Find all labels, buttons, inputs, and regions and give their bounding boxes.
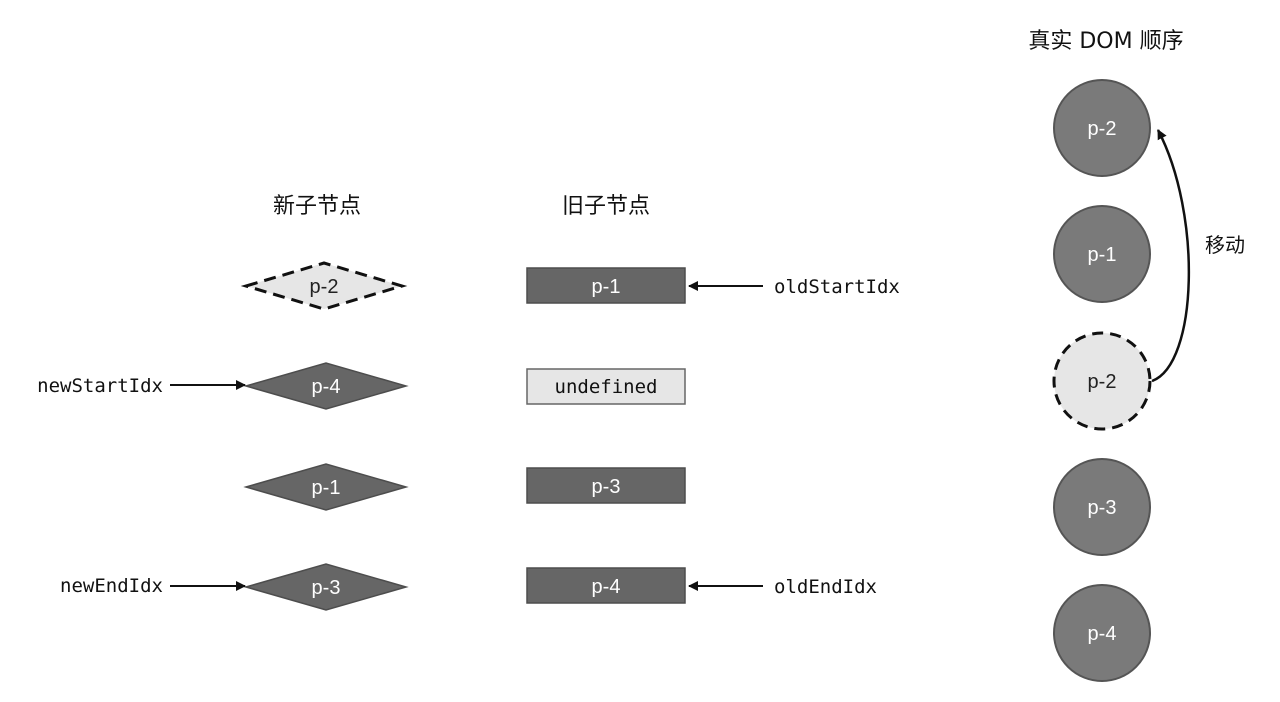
real-dom-label-3: p-2 bbox=[1088, 371, 1117, 393]
real-dom-node-3: p-2 bbox=[1052, 331, 1152, 431]
move-label: 移动 bbox=[1205, 233, 1245, 257]
new-child-label-3: p-1 bbox=[312, 477, 341, 499]
new-child-node-4: p-3 bbox=[243, 563, 409, 611]
new-end-idx-label: newEndIdx bbox=[60, 575, 163, 597]
old-child-label-2: undefined bbox=[555, 376, 658, 398]
real-dom-node-1: p-2 bbox=[1053, 79, 1151, 177]
old-end-idx-label: oldEndIdx bbox=[774, 576, 877, 598]
real-dom-label-1: p-2 bbox=[1088, 118, 1117, 140]
old-child-node-1: p-1 bbox=[526, 267, 686, 304]
old-child-label-1: p-1 bbox=[592, 276, 621, 298]
new-start-idx-label: newStartIdx bbox=[37, 375, 163, 397]
real-dom-order-heading: 真实 DOM 顺序 bbox=[1028, 29, 1183, 54]
old-start-idx-label: oldStartIdx bbox=[774, 276, 900, 298]
real-dom-label-5: p-4 bbox=[1088, 623, 1117, 645]
new-child-node-1: p-2 bbox=[240, 261, 408, 311]
real-dom-label-2: p-1 bbox=[1088, 244, 1117, 266]
new-children-heading: 新子节点 bbox=[273, 194, 361, 219]
new-child-node-2: p-4 bbox=[243, 362, 409, 410]
new-child-label-1: p-2 bbox=[310, 276, 339, 298]
move-arrow bbox=[1151, 129, 1190, 383]
real-dom-node-5: p-4 bbox=[1053, 584, 1151, 682]
new-child-label-2: p-4 bbox=[312, 376, 341, 398]
new-child-node-3: p-1 bbox=[243, 463, 409, 511]
real-dom-node-4: p-3 bbox=[1053, 458, 1151, 556]
real-dom-node-2: p-1 bbox=[1053, 205, 1151, 303]
old-child-label-3: p-3 bbox=[592, 476, 621, 498]
old-child-node-2: undefined bbox=[526, 368, 686, 405]
new-child-label-4: p-3 bbox=[312, 577, 341, 599]
real-dom-label-4: p-3 bbox=[1088, 497, 1117, 519]
old-child-node-3: p-3 bbox=[526, 467, 686, 504]
old-child-label-4: p-4 bbox=[592, 576, 621, 598]
old-children-heading: 旧子节点 bbox=[562, 194, 650, 219]
old-child-node-4: p-4 bbox=[526, 567, 686, 604]
